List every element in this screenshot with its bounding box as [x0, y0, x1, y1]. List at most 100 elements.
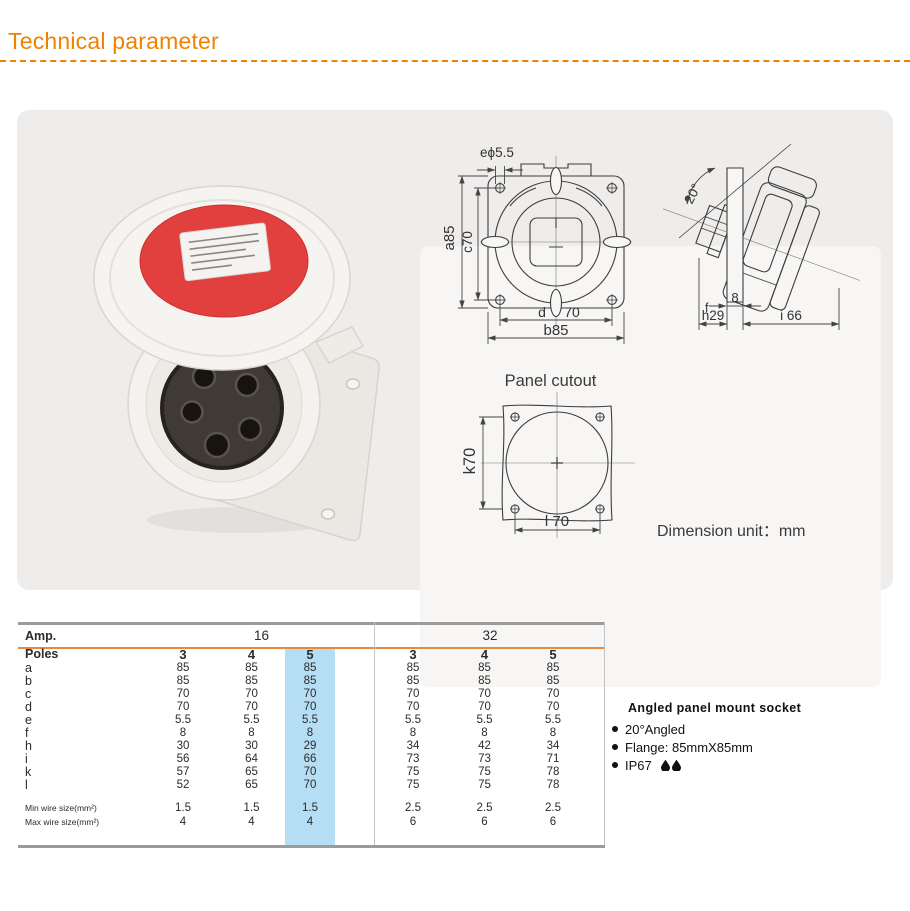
table-cell: 5.5 [545, 714, 561, 726]
bullet-dot-icon [612, 744, 618, 750]
bullet-text: IP67 [625, 757, 652, 773]
dim-h29-label: h29 [702, 308, 725, 323]
table-cell: 85 [245, 675, 258, 687]
table-spacer [335, 701, 375, 714]
table-cell: 2.5 [476, 802, 493, 814]
table-cell: 34 [546, 740, 560, 752]
table-section-divider [374, 622, 375, 848]
table-top-border [18, 622, 605, 625]
table-cell: 8 [409, 727, 417, 739]
dim-l70-label: l 70 [545, 513, 569, 530]
row-label: l [25, 778, 28, 792]
dim-a85-label: a85 [441, 225, 458, 250]
table-cell: 78 [546, 779, 560, 791]
row-label: e [25, 713, 32, 727]
table-cell: 5.5 [243, 714, 260, 726]
table-cell: 8 [248, 727, 255, 739]
table-cell: 70 [303, 779, 317, 791]
table-cell: 5.5 [175, 714, 191, 726]
side-view-drawing: 20° f 8 h29 i 66 [663, 140, 868, 352]
table-cell: 85 [406, 675, 420, 687]
poles-32-5: 5 [549, 647, 557, 662]
poles-32-4: 4 [480, 647, 489, 662]
table-cell: 71 [546, 753, 560, 765]
table-spacer [335, 779, 375, 792]
dim-f-letter: f [705, 301, 709, 315]
dim-d-letter: d [538, 304, 546, 320]
table-spacer [335, 753, 375, 766]
table-cell: 2.5 [405, 802, 421, 814]
table-cell: 70 [245, 701, 258, 713]
table-cell: 6 [409, 816, 417, 828]
product-bullet: 20°Angled [612, 720, 910, 738]
dim-b85-label: b85 [543, 322, 568, 339]
dim-e5.5-label: eϕ5.5 [480, 145, 514, 160]
table-cell: 75 [406, 766, 420, 778]
row-label: c [25, 687, 32, 701]
table-cell: 4 [179, 816, 187, 828]
table-cell: 65 [245, 779, 258, 791]
table-cell: 85 [478, 662, 491, 674]
water-drop-icon [671, 759, 681, 771]
table-cell: 70 [176, 701, 190, 713]
table-cell: 70 [303, 701, 317, 713]
table-cell: 75 [478, 766, 491, 778]
table-spacer [335, 688, 375, 701]
table-cell: 2.5 [545, 802, 561, 814]
row-label: d [25, 700, 32, 714]
table-cell: 70 [303, 688, 317, 700]
table-spacer [335, 675, 375, 688]
table-spacer [335, 662, 375, 675]
table-cell: 73 [478, 753, 491, 765]
table-cell: 5.5 [476, 714, 493, 726]
front-view-drawing: a85 c70 eϕ5.5 d 70 b85 [441, 145, 668, 352]
table-cell: 75 [478, 779, 491, 791]
table-cell: 70 [478, 701, 491, 713]
table-spacer [335, 801, 375, 815]
amp-header-row: Amp. 16 32 [18, 626, 605, 646]
panel-cutout-drawing: k70 l 70 [461, 390, 648, 542]
socket-face [160, 346, 284, 470]
table-cell: 70 [303, 766, 317, 778]
poles-16-5: 5 [306, 647, 314, 662]
socket-cap [93, 185, 351, 371]
table-cell: 5.5 [302, 714, 318, 726]
bullet-text: Flange: 85mmX85mm [625, 739, 753, 755]
table-cell: 85 [546, 675, 560, 687]
row-label: h [25, 739, 32, 753]
cap-label [179, 222, 271, 282]
dimension-unit-note: Dimension unit：mm [657, 523, 806, 540]
table-cell: 70 [478, 688, 491, 700]
dim-c70-label: c70 [460, 231, 475, 253]
table-cell: 8 [179, 727, 187, 739]
table-cell: 70 [176, 688, 190, 700]
table-cell: 64 [245, 753, 258, 765]
product-bullet: IP67 [612, 756, 910, 774]
table-cell: 8 [549, 727, 557, 739]
table-cell: 1.5 [175, 802, 191, 814]
table-cell: 70 [546, 701, 560, 713]
table-cell: 70 [245, 688, 258, 700]
table-cell: 85 [478, 675, 491, 687]
table-cell: 1.5 [243, 802, 260, 814]
dim-f-value: 8 [731, 290, 738, 305]
row-label: a [25, 661, 32, 675]
table-cell: 85 [176, 675, 190, 687]
dim-k70-label: k70 [461, 448, 479, 475]
table-cell: 65 [245, 766, 258, 778]
product-panel [17, 110, 893, 687]
poles-32-3: 3 [409, 647, 417, 662]
amp-32-header: 32 [482, 628, 498, 643]
product-photo [93, 185, 380, 542]
table-cell: 85 [303, 662, 317, 674]
